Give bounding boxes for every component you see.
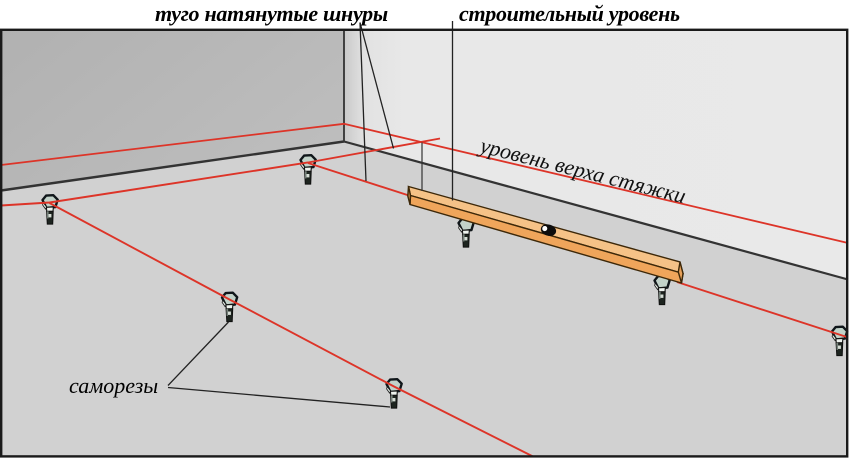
svg-text:строительный уровень: строительный уровень (459, 1, 680, 26)
svg-text:туго натянутые шнуры: туго натянутые шнуры (155, 1, 388, 26)
svg-text:саморезы: саморезы (69, 373, 158, 398)
